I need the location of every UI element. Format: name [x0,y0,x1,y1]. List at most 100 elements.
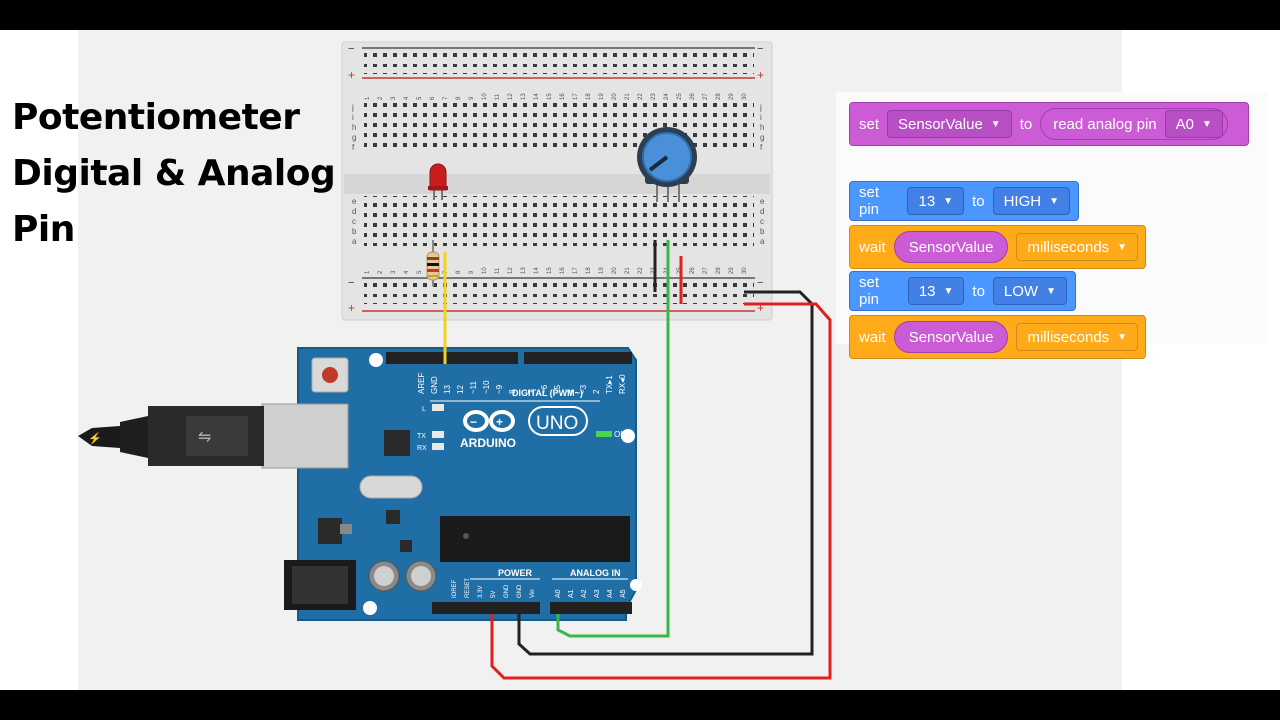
wait-block[interactable]: wait SensorValue milliseconds▼ [849,225,1146,269]
rail-plus-label: + [348,68,355,82]
row-letter: f [352,143,355,152]
row-letter: g [760,133,764,142]
usb-cable[interactable]: ⇋ ⚡ [78,403,349,469]
title-line-1: Potentiometer [12,97,300,138]
rail-plus-label: + [757,301,764,315]
state-dropdown[interactable]: LOW▼ [992,277,1067,305]
row-letter: h [352,123,356,132]
row-letter: i [760,113,762,122]
power-pin-label: GND [504,584,510,598]
column-number: 16 [560,267,566,274]
potentiometer[interactable] [637,127,697,202]
led-label-rx: RX [417,445,427,452]
column-number: 1 [365,96,371,100]
resistor[interactable] [426,240,440,286]
digital-pin-label: TX▸1 [605,375,614,394]
pin-dropdown[interactable]: 13▼ [907,187,965,215]
rail-minus-label: − [348,277,354,289]
pin-dropdown[interactable]: 13▼ [907,277,965,305]
column-number: 23 [651,93,657,100]
column-number: 4 [404,96,410,100]
red-led[interactable] [428,163,448,200]
row-letter: h [760,123,764,132]
svg-text:+: + [496,415,503,429]
analog-pin-label: A3 [594,589,601,598]
svg-text:⇋: ⇋ [198,429,211,446]
row-letter: d [760,207,764,216]
column-number: 8 [456,96,462,100]
power-pin-label: IOREF [452,579,458,598]
rail-minus-label: − [757,277,763,289]
time-unit-dropdown[interactable]: milliseconds▼ [1016,323,1139,351]
column-number: 22 [638,267,644,274]
row-letter: c [760,217,764,226]
dc-power-jack[interactable] [284,560,356,610]
column-number: 13 [521,93,527,100]
column-number: 3 [391,96,397,100]
column-number: 19 [599,93,605,100]
state-dropdown[interactable]: HIGH▼ [992,187,1070,215]
to-label: to [972,282,985,300]
digital-pin-label: AREF [417,373,426,394]
column-number: 4 [404,270,410,274]
column-number: 3 [391,270,397,274]
column-number: 9 [469,270,475,274]
column-number: 15 [547,267,553,274]
video-letterbox-bottom [0,690,1280,720]
dropdown-value: HIGH [1003,192,1042,210]
column-number: 26 [690,93,696,100]
title-line-3: Pin [12,209,75,250]
column-number: 13 [521,267,527,274]
column-number: 11 [495,267,501,274]
column-number: 21 [625,93,631,100]
rail-plus-label: + [348,301,355,315]
power-pin-label: RESET [465,578,471,598]
analog-pin-label: A0 [555,589,562,598]
column-number: 5 [417,96,423,100]
digital-pin-label: 8 [508,389,517,394]
column-number: 8 [456,270,462,274]
column-number: 22 [638,93,644,100]
column-number: 26 [690,267,696,274]
digital-pin-label: 13 [443,385,452,394]
to-label: to [1019,115,1033,133]
digital-pin-label: RX◂0 [618,374,627,394]
variable-dropdown[interactable]: SensorValue▼ [887,110,1012,138]
row-letter: c [352,217,356,226]
set-pin-block[interactable]: set pin 13▼ to HIGH▼ [849,181,1079,221]
column-number: 10 [482,93,488,100]
digital-header-label: DIGITAL (PWM~) [512,388,583,398]
wire-signal-a0 [556,240,670,638]
column-number: 11 [495,93,501,100]
sensor-value-reporter[interactable]: SensorValue [893,231,1009,263]
wires[interactable] [443,240,832,680]
reset-button[interactable] [311,357,349,393]
analog-pin-dropdown[interactable]: A0▼ [1164,110,1223,138]
dropdown-value: milliseconds [1027,238,1110,256]
sensor-value-reporter[interactable]: SensorValue [893,321,1009,353]
block-keyword: set [859,115,880,133]
column-number: 16 [560,93,566,100]
row-letter: e [760,197,765,206]
column-number: 1 [365,270,371,274]
analog-pin-label: A4 [607,589,614,598]
time-unit-dropdown[interactable]: milliseconds▼ [1016,233,1139,261]
wait-block[interactable]: wait SensorValue milliseconds▼ [849,315,1146,359]
dropdown-value: 13 [918,192,936,210]
led-label-tx: TX [417,433,426,440]
digital-header[interactable] [386,352,632,364]
dropdown-value: A0 [1175,115,1194,133]
video-letterbox-top [0,0,1280,30]
set-pin-block[interactable]: set pin 13▼ to LOW▼ [849,271,1076,311]
block-keyword: wait [859,328,886,346]
